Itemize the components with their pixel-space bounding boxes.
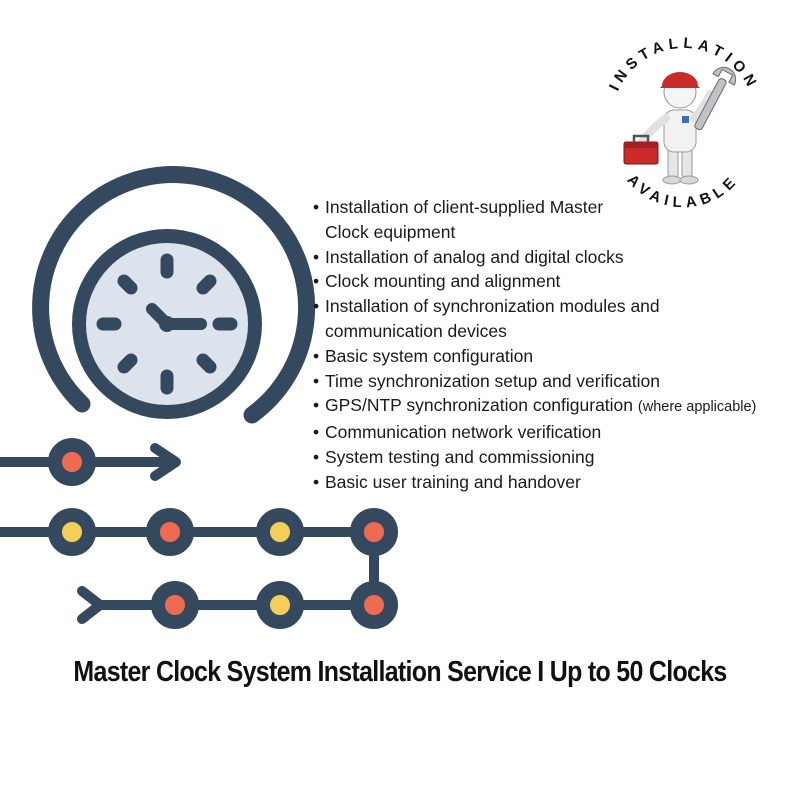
feature-text: Time synchronization setup and verificat… — [325, 370, 660, 391]
feature-text: Basic user training and handover — [325, 471, 581, 492]
timeline-node — [151, 581, 199, 629]
timeline-node — [48, 438, 96, 486]
feature-text: Communication network verification — [325, 422, 602, 443]
timeline-node — [350, 581, 398, 629]
list-item: GPS/NTP synchronization configuration (w… — [313, 393, 783, 420]
list-item: Installation of analog and digital clock… — [313, 245, 783, 270]
feature-text-continued: communication devices — [325, 320, 507, 341]
feature-text: System testing and commissioning — [325, 446, 595, 467]
timeline-icon — [0, 438, 398, 629]
clock-timeline-illustration — [0, 166, 398, 629]
list-item: Basic user training and handover — [313, 470, 783, 495]
timeline-node — [48, 508, 96, 556]
feature-text-continued: Clock equipment — [325, 221, 456, 242]
timeline-node — [256, 508, 304, 556]
feature-text: Installation of synchronization modules … — [325, 296, 660, 317]
page-title: Master Clock System Installation Service… — [73, 656, 727, 688]
timeline-node — [350, 508, 398, 556]
feature-text: Clock mounting and alignment — [325, 271, 561, 292]
timeline-node — [146, 508, 194, 556]
feature-text: GPS/NTP synchronization configuration — [325, 395, 634, 416]
clock-icon — [32, 166, 316, 424]
installation-badge: INSTALLATION AVAILABLE — [606, 35, 757, 212]
feature-text: Installation of client-supplied Master — [325, 197, 604, 217]
list-item: Time synchronization setup and verificat… — [313, 369, 783, 394]
feature-text: Installation of analog and digital clock… — [325, 246, 624, 267]
list-item: Communication network verification — [313, 420, 783, 445]
installer-figure-icon — [623, 66, 737, 185]
list-item: Basic system configuration — [313, 344, 783, 369]
list-item: System testing and commissioning — [313, 445, 783, 470]
list-item: Installation of client-supplied Master C… — [313, 195, 783, 245]
list-item: Installation of synchronization modules … — [313, 294, 783, 344]
feature-note: (where applicable) — [637, 399, 757, 416]
list-item: Clock mounting and alignment — [313, 269, 783, 294]
timeline-node — [256, 581, 304, 629]
feature-text: Basic system configuration — [325, 345, 534, 366]
feature-list: Installation of client-supplied Master C… — [313, 195, 783, 495]
